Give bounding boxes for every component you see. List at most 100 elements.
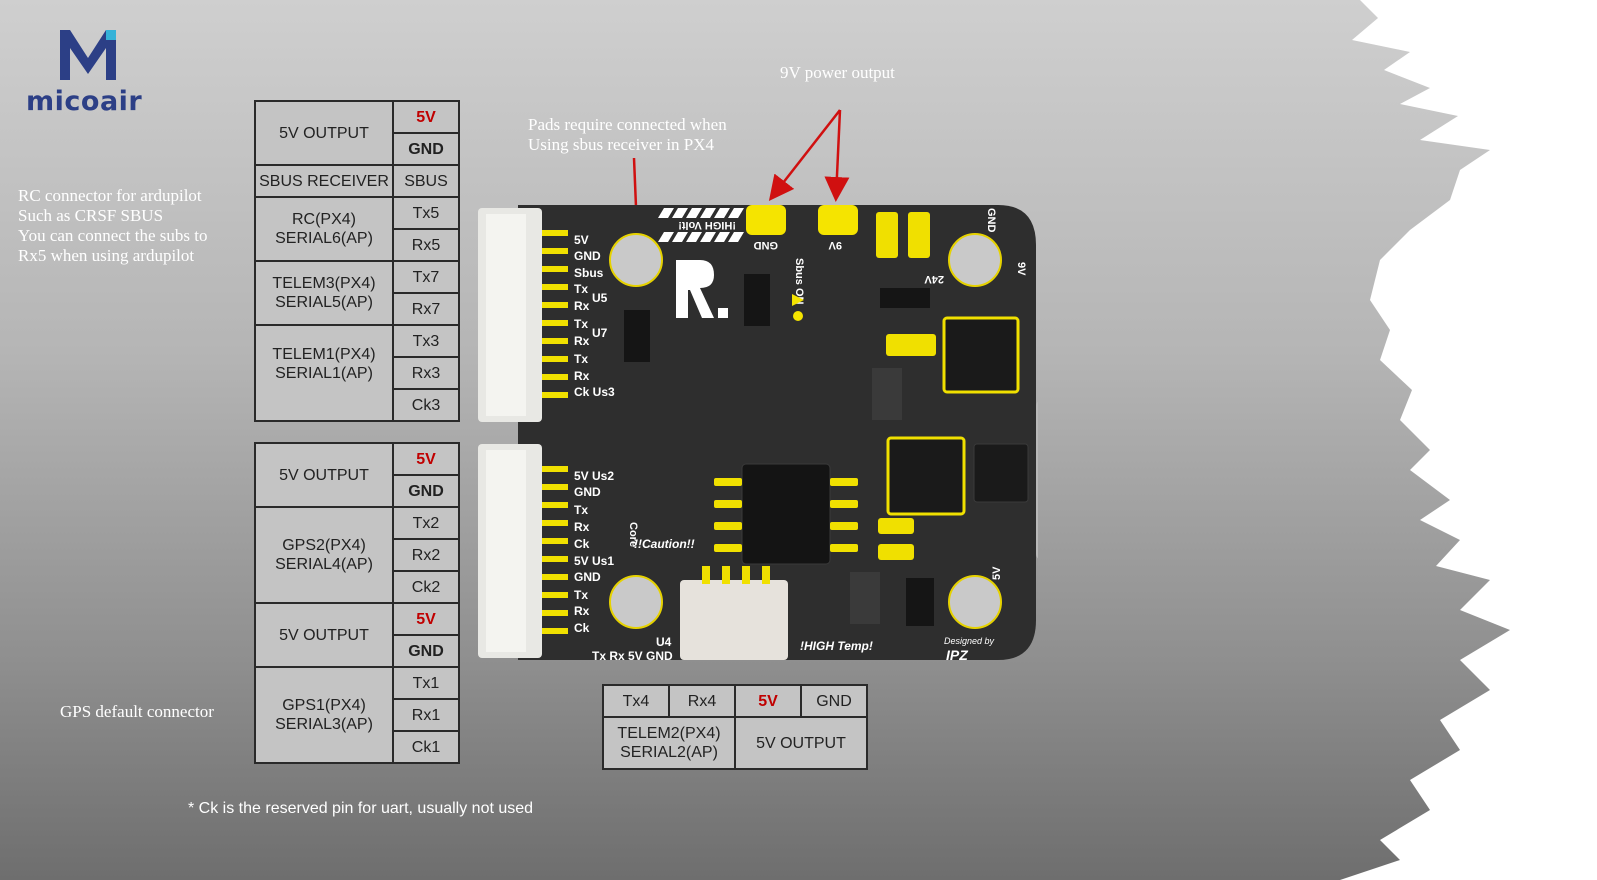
ic-chip: [850, 572, 880, 624]
pin-label: Rx: [574, 604, 590, 618]
torn-paper-decoration: [1340, 0, 1597, 880]
ic-chip: [973, 443, 1029, 503]
bottom-conn-label: Tx Rx 5V GND: [592, 649, 673, 663]
label-5v-output: 5V OUTPUT: [254, 602, 394, 668]
mount-hole: [948, 575, 1002, 629]
arrow-to-gnd-pad: [768, 109, 841, 201]
pin-ck1: Ck1: [392, 730, 460, 764]
pin-label: Rx: [574, 334, 590, 348]
telem2-pinout-table: Tx4 Rx4 5V GND TELEM2(PX4)SERIAL2(AP) 5V…: [602, 684, 868, 770]
note-line: Such as CRSF SBUS: [18, 206, 164, 225]
pin-tx1: Tx1: [392, 666, 460, 700]
telem2-connector: [680, 580, 788, 660]
pin-rx1: Rx1: [392, 698, 460, 732]
r-logo: [676, 260, 714, 318]
pin-rx4: Rx4: [668, 684, 736, 718]
label-sbus-receiver: SBUS RECEIVER: [254, 164, 394, 198]
mount-hole: [609, 575, 663, 629]
sbus-on-label: Sbus ON: [793, 258, 805, 305]
high-volt-label: !HIGH Volt!: [678, 219, 736, 231]
note-line: Using sbus receiver in PX4: [528, 135, 715, 154]
pin-label: Tx: [574, 282, 588, 296]
label-rc-serial6: RC(PX4)SERIAL6(AP): [254, 196, 394, 262]
pin-label: Tx: [574, 503, 588, 517]
micoair-logo: [60, 30, 116, 80]
pin-ck2: Ck2: [392, 570, 460, 604]
pin-gnd: GND: [392, 132, 460, 166]
pin-label: 5V Us2: [574, 469, 614, 483]
pin-tx3: Tx3: [392, 324, 460, 358]
gnd-corner-label: GND: [985, 208, 997, 233]
ic-chip: [886, 436, 966, 516]
ic-chip: [624, 310, 650, 362]
pin-label: GND: [574, 570, 601, 584]
main-mcu: [741, 463, 831, 565]
pin-tx2: Tx2: [392, 506, 460, 540]
logo-wordmark: micoair: [26, 86, 143, 117]
gnd-pad: [746, 205, 786, 235]
label-5v-output: 5V OUTPUT: [254, 442, 394, 508]
nine-v-corner-label: 9V: [1015, 262, 1027, 276]
pin-rx5: Rx5: [392, 228, 460, 262]
pin-rx7: Rx7: [392, 292, 460, 326]
arrow-to-9v-pad: [824, 109, 850, 202]
pin-gnd: GND: [392, 474, 460, 508]
note-line: Pads require connected when: [528, 115, 727, 134]
nine-v-power-note: 9V power output: [780, 63, 895, 82]
footnote: * Ck is the reserved pin for uart, usual…: [188, 800, 534, 817]
pin-5v: 5V: [392, 602, 460, 636]
nine-v-pad: [818, 205, 858, 235]
pin-label: Ck Us3: [574, 385, 615, 399]
u7-label: U7: [592, 326, 608, 340]
pin-5v: 5V: [392, 442, 460, 476]
pin-label: Sbus: [574, 266, 604, 280]
pin-tx5: Tx5: [392, 196, 460, 230]
sbus-pad: [792, 294, 804, 306]
note-line: Rx5 when using ardupilot: [18, 246, 195, 265]
pin-label: Tx: [574, 588, 588, 602]
pin-5v: 5V: [392, 100, 460, 134]
gps-default-note: GPS default connector: [60, 702, 214, 721]
label-telem3-serial5: TELEM3(PX4)SERIAL5(AP): [254, 260, 394, 326]
high-temp-label: !HIGH Temp!: [800, 639, 873, 653]
pin-label: Rx: [574, 369, 590, 383]
mount-hole: [609, 233, 663, 287]
label-5v-output: 5V OUTPUT: [734, 716, 868, 770]
nine-v-pad-label: 9V: [828, 239, 842, 251]
caution-label: !!Caution!!: [634, 537, 695, 551]
pin-label: Rx: [574, 520, 590, 534]
pin-tx7: Tx7: [392, 260, 460, 294]
pin-label: Tx: [574, 352, 588, 366]
sbus-pads-note: Pads require connected when Using sbus r…: [528, 115, 727, 155]
pin-label: 5V Us1: [574, 554, 614, 568]
note-line: RC connector for ardupilot: [18, 186, 202, 205]
ic-chip: [880, 288, 930, 308]
gnd-pad-label: GND: [754, 239, 779, 251]
pin-gnd: GND: [392, 634, 460, 668]
pin-sbus: SBUS: [392, 164, 460, 198]
label-gps2-serial4: GPS2(PX4)SERIAL4(AP): [254, 506, 394, 604]
ic-chip: [744, 274, 770, 326]
v5-label: 5V: [991, 566, 1003, 580]
pin-label: Tx: [574, 317, 588, 331]
top-pinout-table: 5V OUTPUT 5V GND SBUS RECEIVER SBUS RC(P…: [254, 100, 460, 422]
u5-label: U5: [592, 291, 608, 305]
pin-label: GND: [574, 249, 601, 263]
ipz-label: IPZ: [946, 647, 968, 663]
rc-connector-note: RC connector for ardupilot Such as CRSF …: [18, 186, 208, 266]
pin-label: GND: [574, 485, 601, 499]
pin-label: 5V: [574, 233, 589, 247]
core-label: Core: [627, 522, 639, 547]
pin-label: Ck: [574, 621, 590, 635]
mount-hole: [948, 233, 1002, 287]
pin-label: Rx: [574, 299, 590, 313]
pin-label: Ck: [574, 537, 590, 551]
note-line: You can connect the subs to: [18, 226, 208, 245]
ic-chip: [906, 578, 934, 626]
pin-rx2: Rx2: [392, 538, 460, 572]
u4-label: U4: [656, 635, 672, 649]
v24-label: 24V: [924, 273, 944, 285]
pin-ck3: Ck3: [392, 388, 460, 422]
label-gps1-serial3: GPS1(PX4)SERIAL3(AP): [254, 666, 394, 764]
label-telem1-serial1: TELEM1(PX4)SERIAL1(AP): [254, 324, 394, 422]
